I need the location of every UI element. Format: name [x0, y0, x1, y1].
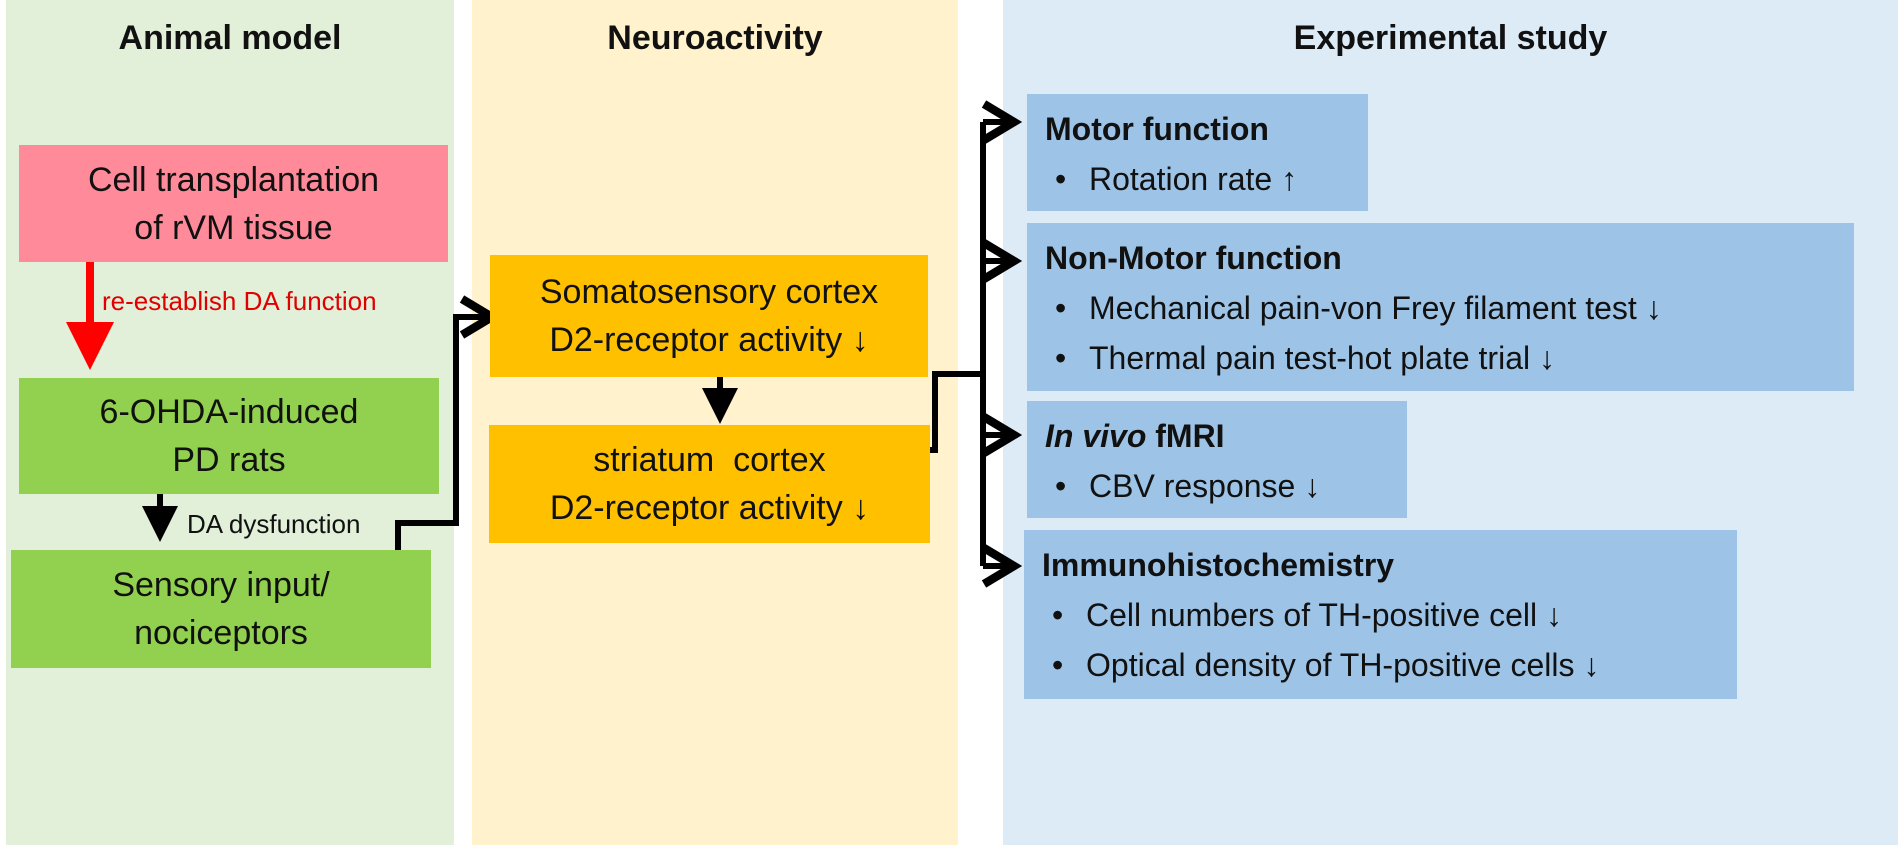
somatosensory-box: Somatosensory cortex D2-receptor activit…	[490, 255, 928, 377]
fmri-item-text: CBV response ↓	[1089, 468, 1321, 504]
striatum-line-1: striatum cortex	[593, 441, 826, 479]
sensory-input-line-2: nociceptors	[134, 614, 308, 652]
cell-transplantation-box: Cell transplantation of rVM tissue	[19, 145, 448, 262]
pd-rats-box: 6-OHDA-induced PD rats	[19, 378, 439, 494]
non-motor-item: •Thermal pain test-hot plate trial ↓	[1055, 340, 1555, 376]
reestablish-label: re-establish DA function	[102, 286, 377, 316]
cell-transplantation-line-1: Cell transplantation	[87, 160, 380, 199]
non-motor-item-text: Thermal pain test-hot plate trial ↓	[1089, 340, 1555, 376]
neuroactivity-panel: Neuroactivity	[472, 0, 958, 845]
immuno-item: •Optical density of TH-positive cells ↓	[1052, 647, 1600, 683]
somatosensory-line-1: Somatosensory cortex	[539, 273, 879, 311]
non-motor-item: •Mechanical pain-von Frey filament test …	[1055, 290, 1662, 326]
non-motor-function-box: Non-Motor function •Mechanical pain-von …	[1027, 223, 1854, 391]
fmri-title-rest: fMRI	[1146, 418, 1225, 454]
fmri-title: In vivo fMRI	[1045, 411, 1389, 461]
motor-item: •Rotation rate ↑	[1055, 161, 1298, 197]
immuno-item: •Cell numbers of TH-positive cell ↓	[1052, 597, 1563, 633]
immunohistochemistry-title: Immunohistochemistry	[1042, 547, 1395, 583]
sensory-input-line-1: Sensory input/	[112, 566, 330, 604]
sensory-input-box: Sensory input/ nociceptors	[11, 550, 431, 668]
motor-item-text: Rotation rate ↑	[1089, 161, 1298, 197]
animal-model-title: Animal model	[118, 19, 342, 57]
immunohistochemistry-box: Immunohistochemistry •Cell numbers of TH…	[1024, 530, 1737, 699]
striatum-line-2: D2-receptor activity ↓	[549, 489, 870, 527]
somatosensory-line-2: D2-receptor activity ↓	[549, 321, 869, 359]
neuroactivity-title: Neuroactivity	[607, 19, 823, 57]
dysfunction-label: DA dysfunction	[183, 509, 365, 539]
immuno-item-text: Optical density of TH-positive cells ↓	[1086, 647, 1600, 683]
cell-transplantation-line-2: of rVM tissue	[134, 208, 333, 247]
non-motor-function-title: Non-Motor function	[1045, 240, 1342, 276]
fmri-title-italic: In vivo	[1045, 418, 1147, 454]
pd-rats-line-2: PD rats	[172, 441, 286, 479]
motor-function-box: Motor function •Rotation rate ↑	[1027, 94, 1368, 211]
pd-rats-line-1: 6-OHDA-induced	[99, 393, 359, 431]
fmri-item: •CBV response ↓	[1055, 468, 1321, 504]
motor-function-title: Motor function	[1045, 111, 1269, 147]
striatum-box: striatum cortex D2-receptor activity ↓	[489, 425, 930, 543]
immuno-item-text: Cell numbers of TH-positive cell ↓	[1086, 597, 1563, 633]
fmri-box: In vivo fMRI •CBV response ↓	[1027, 401, 1407, 518]
experimental-study-title: Experimental study	[1293, 19, 1608, 57]
non-motor-item-text: Mechanical pain-von Frey filament test ↓	[1089, 290, 1662, 326]
